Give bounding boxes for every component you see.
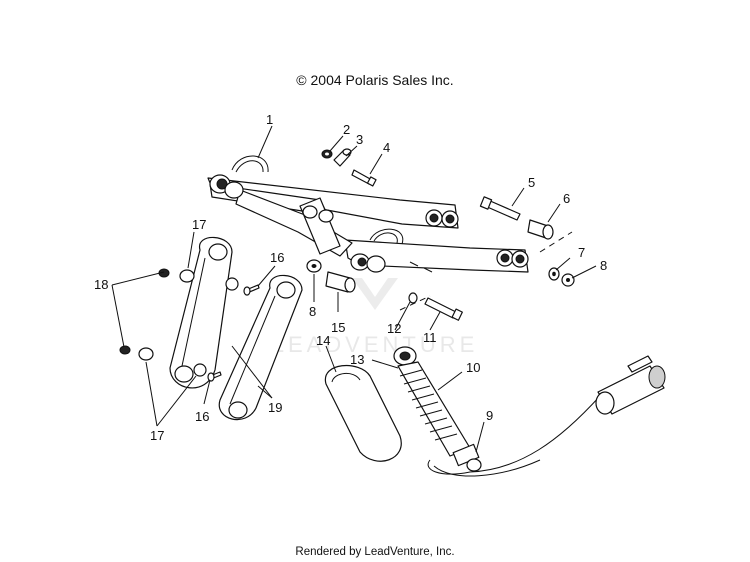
washer-17-top[interactable] — [179, 269, 195, 283]
screw-16-top[interactable] — [243, 284, 260, 296]
link-left[interactable] — [169, 236, 233, 389]
nut-18-bottom[interactable] — [119, 345, 131, 355]
washer-12[interactable] — [408, 292, 418, 304]
washer-17-bot-mid[interactable] — [193, 363, 207, 377]
callout-18: 18 — [94, 277, 108, 292]
nut-8-left[interactable] — [306, 259, 322, 273]
callout-labels: 1 2 3 4 5 6 7 8 8 9 10 11 12 13 14 15 16… — [94, 112, 607, 443]
callout-10: 10 — [466, 360, 480, 375]
callout-14: 14 — [316, 333, 330, 348]
callout-16-bottom: 16 — [195, 409, 209, 424]
bolt-4[interactable] — [351, 169, 377, 187]
bushing-15[interactable] — [325, 271, 356, 293]
alignment-lines — [399, 231, 573, 311]
bushing-6[interactable] — [527, 219, 554, 240]
bolt-5[interactable] — [479, 196, 521, 221]
callout-7: 7 — [578, 245, 585, 260]
leader-lines — [111, 125, 597, 453]
callout-12: 12 — [387, 321, 401, 336]
callout-19: 19 — [268, 400, 282, 415]
copyright-text: © 2004 Polaris Sales Inc. — [296, 72, 454, 88]
callout-6: 6 — [563, 191, 570, 206]
washer-17-mid[interactable] — [225, 277, 239, 291]
callout-1: 1 — [266, 112, 273, 127]
shock-absorber[interactable] — [393, 346, 482, 472]
link-right[interactable] — [218, 274, 303, 421]
bushing-3[interactable] — [333, 148, 352, 167]
shock-reservoir[interactable] — [427, 355, 666, 477]
callout-3: 3 — [356, 132, 363, 147]
shock-boot[interactable] — [324, 364, 402, 462]
callout-15: 15 — [331, 320, 345, 335]
rendered-by-text: Rendered by LeadVenture, Inc. — [295, 546, 455, 558]
callout-5: 5 — [528, 175, 535, 190]
watermark-text: LEADVENTURE — [272, 332, 479, 357]
callout-17-bottom: 17 — [150, 428, 164, 443]
callout-13: 13 — [350, 352, 364, 367]
callout-8-left: 8 — [309, 304, 316, 319]
screw-16-bottom[interactable] — [207, 371, 222, 382]
callout-9: 9 — [486, 408, 493, 423]
callout-8-right: 8 — [600, 258, 607, 273]
callout-11: 11 — [423, 330, 437, 345]
callout-17-top: 17 — [192, 217, 206, 232]
callout-2: 2 — [343, 122, 350, 137]
callout-16-top: 16 — [270, 250, 284, 265]
washer-17-bot-left[interactable] — [138, 347, 154, 361]
watermark: LEADVENTURE — [272, 278, 479, 357]
callout-4: 4 — [383, 140, 390, 155]
nut-8-right[interactable] — [561, 273, 575, 287]
nut-2[interactable] — [321, 149, 333, 159]
bolt-11[interactable] — [424, 297, 463, 321]
washer-7[interactable] — [548, 267, 560, 281]
swing-arm[interactable] — [207, 155, 529, 273]
